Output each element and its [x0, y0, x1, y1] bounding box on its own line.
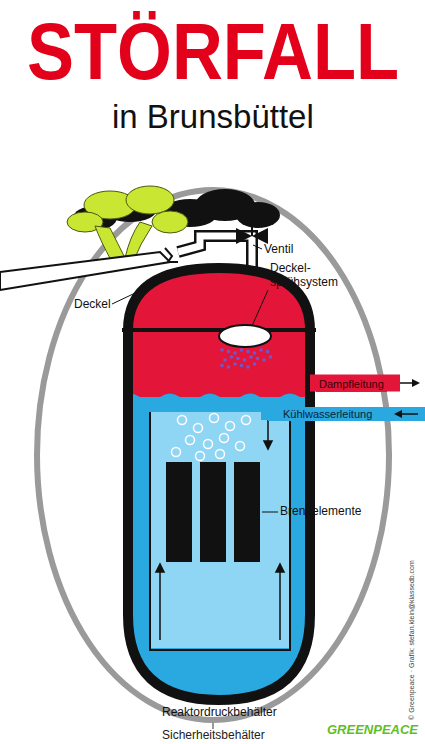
spray-drops	[220, 348, 272, 369]
lid-flange	[122, 328, 316, 332]
lid-label: Deckel	[74, 298, 111, 312]
flow-arrows	[156, 420, 284, 640]
steam-arrow-head	[412, 379, 420, 387]
steam-explosion	[67, 186, 188, 262]
valve-label: Ventil	[264, 243, 293, 257]
containment-label: Sicherheitsbehälter	[162, 729, 265, 743]
steam-bubbles	[172, 414, 251, 461]
pipe-label: Dampfleitung	[319, 378, 384, 390]
vessel-contents	[120, 260, 320, 710]
steam-pipe	[310, 375, 400, 392]
pipe-label: Kühlwasserleitung	[283, 408, 372, 420]
leader-lines	[112, 245, 278, 705]
spray-system-label: Deckel- sprühsystem	[270, 262, 350, 290]
pressure-vessel-label: Reaktordruckbehälter	[162, 706, 277, 720]
spray-head	[219, 325, 271, 347]
title: STÖRFALL	[27, 12, 399, 92]
subtitle: in Brunsbüttel	[112, 98, 314, 136]
fuel-elements-label: Brennelemente	[280, 505, 361, 519]
cooling-pipe-band: Kühlwasserleitung	[280, 407, 375, 421]
copyright-note: © Greenpeace · Grafik: stefan.klein@klas…	[408, 560, 416, 720]
cooling-flow-arrow	[400, 413, 418, 415]
steam-flow-arrow	[400, 382, 414, 384]
greenpeace-logo: GREENPEACE	[327, 723, 418, 738]
reactor-pressure-vessel	[128, 268, 310, 700]
containment-leader	[212, 722, 214, 729]
fuel-elements	[166, 462, 260, 562]
steam-pipe-band: Dampfleitung	[316, 375, 387, 392]
cooling-arrow-head	[394, 410, 402, 418]
